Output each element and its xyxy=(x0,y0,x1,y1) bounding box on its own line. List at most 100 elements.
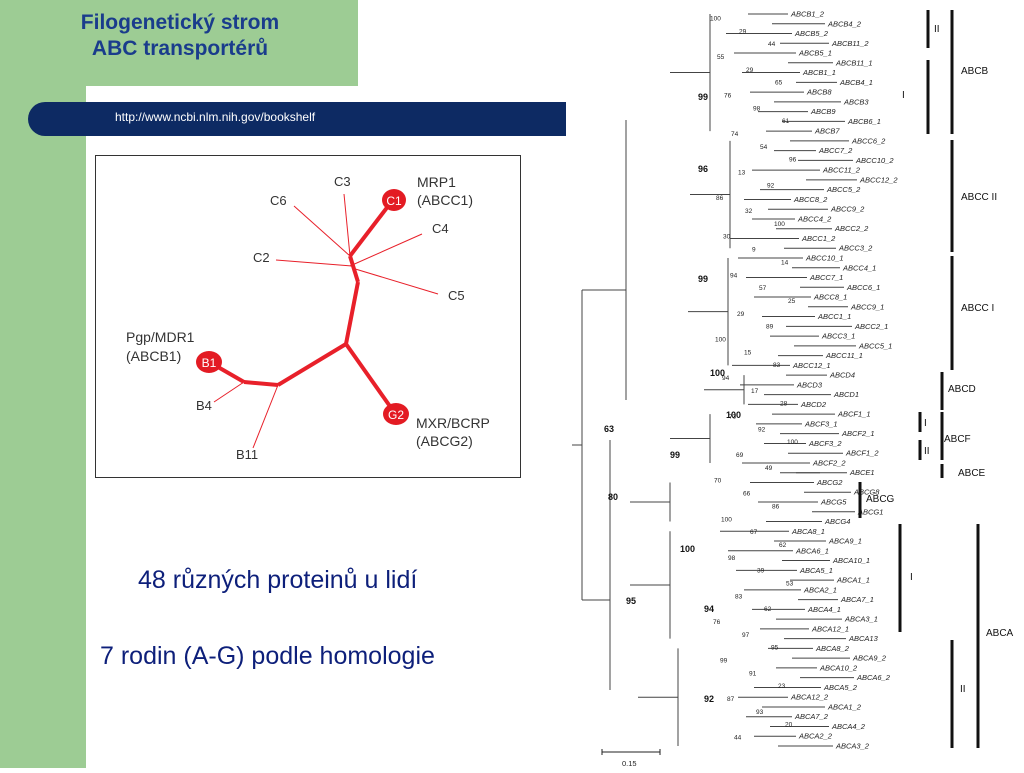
bootstrap-bold-value: 94 xyxy=(704,604,714,614)
green-title-panel xyxy=(0,0,358,86)
leaf-label: ABCA8_1 xyxy=(791,527,825,536)
leaf-labels: ABCB1_2ABCB4_2ABCB5_2ABCB11_2ABCB5_1ABCB… xyxy=(790,10,898,751)
leaf-label: ABCA5_1 xyxy=(799,566,833,575)
leaf-label: ABCC12_2 xyxy=(859,175,898,184)
label-mrp1: MRP1 xyxy=(417,174,456,190)
branch-c5 xyxy=(351,267,439,295)
bootstrap-value: 13 xyxy=(738,170,746,177)
leaf-label: ABCA2_2 xyxy=(798,732,833,741)
badge-c1-label: C1 xyxy=(386,194,402,208)
bootstrap-value: 97 xyxy=(742,632,750,639)
bootstrap-value: 76 xyxy=(713,619,721,626)
leaf-label: ABCF2_1 xyxy=(841,429,875,438)
leaf-label: ABCA12_2 xyxy=(790,693,829,702)
leaf-label: ABCB7 xyxy=(814,127,840,136)
leaf-label: ABCC4_2 xyxy=(797,214,832,223)
fam-abcb: ABCB xyxy=(961,66,989,77)
leaf-label: ABCA13 xyxy=(848,634,879,643)
bootstrap-value: 100 xyxy=(710,15,721,22)
leaf-label: ABCC10_2 xyxy=(855,156,894,165)
label-c4: C4 xyxy=(432,221,449,236)
leaf-label: ABCC2_2 xyxy=(834,224,869,233)
leaf-label: ABCA9_2 xyxy=(852,654,887,663)
leaf-label: ABCD2 xyxy=(800,400,827,409)
leaf-label: ABCC8_1 xyxy=(813,293,847,302)
leaf-label: ABCD1 xyxy=(833,390,859,399)
family-labels: II I ABCB ABCC II ABCC I ABCD I II ABCF … xyxy=(866,24,1014,695)
label-mxr: MXR/BCRP xyxy=(416,415,490,431)
bootstrap-value: 100 xyxy=(787,439,798,446)
branch-c6 xyxy=(293,205,351,257)
label-b4: B4 xyxy=(196,398,212,413)
leaf-label: ABCA4_1 xyxy=(807,605,841,614)
bootstrap-value: 20 xyxy=(785,722,793,729)
branch-c4 xyxy=(349,233,423,267)
branch-thick-trunk-lower xyxy=(276,342,348,387)
leaf-label: ABCA7_1 xyxy=(840,595,874,604)
bootstrap-value: 54 xyxy=(760,144,768,151)
tree-labels: C3 C6 C4 C2 C5 B4 B11 MRP1 (ABCC1) Pgp/M… xyxy=(126,174,490,462)
source-url[interactable]: http://www.ncbi.nlm.nih.gov/bookshelf xyxy=(115,110,316,124)
bootstrap-value: 96 xyxy=(789,157,797,164)
scale-label: 0.15 xyxy=(622,759,637,768)
leaf-label: ABCC6_2 xyxy=(851,136,886,145)
leaf-label: ABCG4 xyxy=(824,517,850,526)
bootstrap-value: 83 xyxy=(773,362,781,369)
tree-branches xyxy=(572,13,857,747)
label-pgp: Pgp/MDR1 xyxy=(126,329,195,345)
bootstrap-value: 23 xyxy=(778,683,786,690)
leaf-label: ABCB11_2 xyxy=(831,39,869,48)
bootstrap-value: 92 xyxy=(767,182,775,189)
bootstrap-bold-value: 92 xyxy=(704,694,714,704)
sub-b-i: I xyxy=(902,90,905,101)
bootstrap-value: 57 xyxy=(759,285,767,292)
bootstrap-value: 92 xyxy=(758,426,766,433)
bootstrap-value: 15 xyxy=(744,349,752,356)
leaf-label: ABCC9_1 xyxy=(850,302,884,311)
bootstrap-value: 29 xyxy=(737,311,745,318)
label-abcg2: (ABCG2) xyxy=(416,433,473,449)
bootstrap-value: 99 xyxy=(720,658,728,665)
bootstrap-bold-value: 63 xyxy=(604,424,614,434)
leaf-label: ABCB6_1 xyxy=(847,117,881,126)
bootstrap-value: 29 xyxy=(739,28,747,35)
leaf-label: ABCB11_1 xyxy=(835,58,873,67)
leaf-label: ABCB9 xyxy=(810,107,836,116)
leaf-label: ABCA9_1 xyxy=(828,537,862,546)
branch-b4 xyxy=(213,381,245,403)
bootstrap-value: 62 xyxy=(764,606,772,613)
bootstrap-value: 98 xyxy=(753,105,761,112)
bootstrap-value: 70 xyxy=(714,478,722,485)
leaf-label: ABCB8 xyxy=(806,88,832,97)
sub-a-i: I xyxy=(910,572,913,583)
bootstrap-value: 29 xyxy=(746,67,754,74)
branch-thick-c1 xyxy=(348,199,394,258)
bootstrap-value: 93 xyxy=(756,709,764,716)
leaf-label: ABCC12_1 xyxy=(792,361,831,370)
leaf-label: ABCA10_2 xyxy=(819,663,858,672)
badge-b1-label: B1 xyxy=(202,356,217,370)
label-abcb1: (ABCB1) xyxy=(126,348,181,364)
leaf-label: ABCB3 xyxy=(843,97,869,106)
slide-title: Filogenetický strom ABC transportérů xyxy=(20,10,340,62)
leaf-label: ABCC8_2 xyxy=(793,195,828,204)
branch-thick-trunk-upper xyxy=(344,281,360,345)
leaf-label: ABCD4 xyxy=(829,371,855,380)
fam-abcf: ABCF xyxy=(944,434,971,445)
badge-b1 xyxy=(196,351,222,373)
label-c3: C3 xyxy=(334,174,351,189)
bootstrap-value: 44 xyxy=(734,735,742,742)
label-c6: C6 xyxy=(270,193,287,208)
bootstrap-value: 91 xyxy=(749,670,757,677)
header-bar xyxy=(28,102,566,136)
bootstrap-value: 95 xyxy=(771,645,779,652)
fam-abcg: ABCG xyxy=(866,494,895,505)
unrooted-tree-figure: C1 B1 G2 C3 C6 C4 C2 C5 B4 B11 MRP1 (ABC… xyxy=(95,155,521,478)
leaf-label: ABCC6_1 xyxy=(846,283,880,292)
bootstrap-value: 44 xyxy=(768,41,776,48)
leaf-label: ABCF3_2 xyxy=(808,439,842,448)
bootstrap-bold-value: 99 xyxy=(698,274,708,284)
leaf-label: ABCA5_2 xyxy=(823,683,858,692)
label-abcc1: (ABCC1) xyxy=(417,192,473,208)
